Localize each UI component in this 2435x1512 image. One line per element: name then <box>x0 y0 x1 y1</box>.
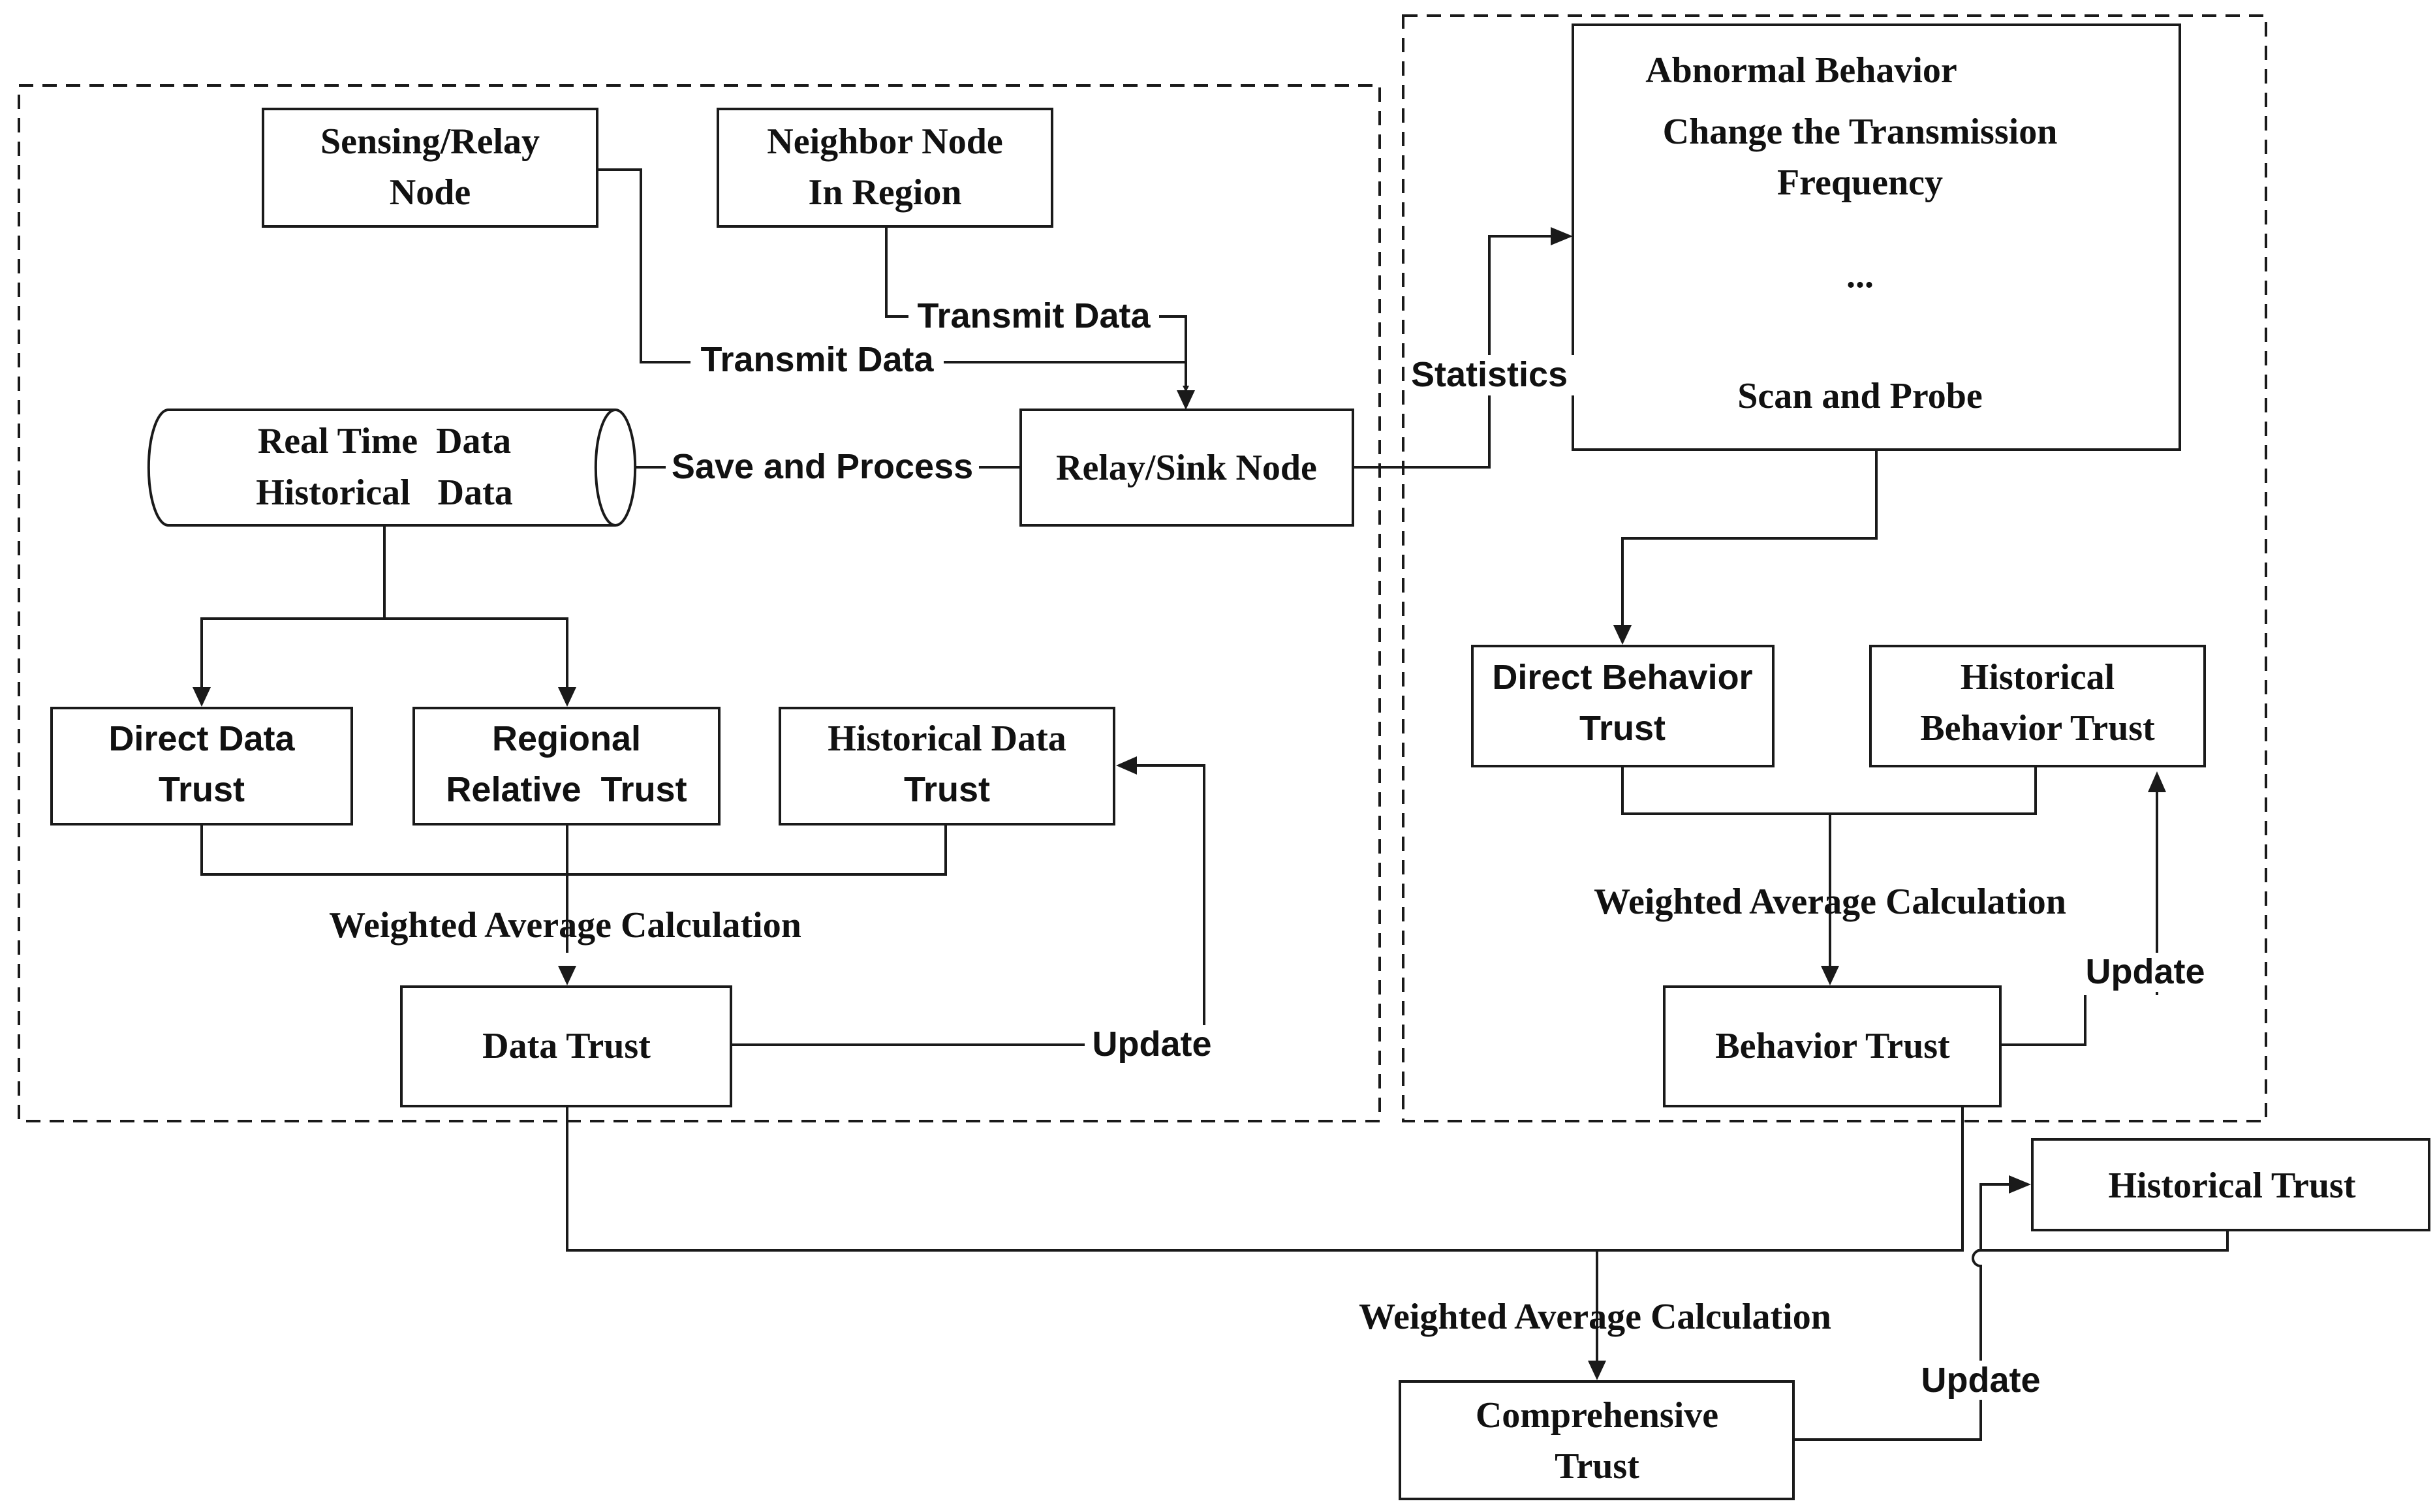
arrowhead-comprehensive <box>1588 1361 1606 1380</box>
direct-data-trust-box <box>50 707 353 825</box>
historical-data-trust-box <box>779 707 1115 825</box>
direct-behavior-line2: Trust <box>1579 709 1666 748</box>
arrowhead-update-right <box>2148 771 2166 792</box>
historical-behavior-trust-box <box>1869 645 2206 767</box>
comprehensive-line1: Comprehensive <box>1476 1395 1718 1436</box>
weighted-right-label: Weighted Average Calculation <box>1594 882 2066 922</box>
abnormal-behavior-box <box>1572 23 2181 451</box>
storage-line1: Real Time Data <box>258 421 511 461</box>
arrowhead-data-trust <box>558 966 576 985</box>
statistics-label: Statistics <box>1411 355 1568 394</box>
save-process-label: Save and Process <box>672 447 973 486</box>
transmit-data-label-1: Transmit Data <box>917 296 1151 335</box>
historical-trust-box <box>2031 1138 2430 1231</box>
arrowhead-update-left <box>1116 756 1137 775</box>
historical-behavior-line1: Historical <box>1961 657 2115 698</box>
neighbor-node-box <box>717 108 1053 228</box>
arrowhead-regional <box>558 687 576 707</box>
historical-behavior-line2: Behavior Trust <box>1920 708 2155 748</box>
data-trust-box <box>400 985 732 1107</box>
connector-update-bottom <box>1793 1183 2010 1441</box>
direct-behavior-line1: Direct Behavior <box>1492 658 1752 697</box>
comprehensive-trust-box <box>1399 1380 1795 1500</box>
relay-sink-label: Relay/Sink Node <box>1056 448 1317 488</box>
comprehensive-line2: Trust <box>1555 1446 1639 1487</box>
abnormal-line2: Frequency <box>1777 162 1943 203</box>
regional-line2: Relative Trust <box>446 770 687 809</box>
direct-data-line1: Direct Data <box>108 719 295 758</box>
abnormal-title: Abnormal Behavior <box>1645 50 1957 91</box>
data-trust-region <box>18 84 1381 1122</box>
sensing-relay-line2: Node <box>390 172 471 213</box>
weighted-bottom-label: Weighted Average Calculation <box>1359 1297 1831 1337</box>
connector-right-combine <box>1621 766 2037 966</box>
transmit-data-label-2: Transmit Data <box>700 340 934 379</box>
abnormal-line3: Scan and Probe <box>1737 376 1982 416</box>
neighbor-line2: In Region <box>809 172 962 213</box>
data-trust-label: Data Trust <box>482 1026 651 1066</box>
abnormal-line1: Change the Transmission <box>1663 112 2058 152</box>
historical-data-line1: Historical Data <box>828 718 1066 759</box>
arrowhead-historical-trust <box>2009 1175 2031 1194</box>
arrowhead-statistics <box>1551 227 1573 245</box>
connector-bottom-combine <box>566 1106 2229 1361</box>
arrowhead-direct-behavior <box>1613 625 1632 645</box>
arrowhead-direct-data <box>193 687 211 707</box>
update-left-label: Update <box>1092 1025 1211 1064</box>
connector-abnormal-to-direct-behavior <box>1621 450 1878 626</box>
arrowhead-relay-input <box>1177 390 1195 410</box>
historical-trust-label: Historical Trust <box>2108 1165 2355 1206</box>
connector-update-left <box>731 764 1205 1046</box>
neighbor-line1: Neighbor Node <box>767 121 1002 162</box>
connector-statistics <box>1353 235 1552 469</box>
regional-relative-trust-box <box>412 707 721 825</box>
update-bottom-label: Update <box>1921 1361 2040 1400</box>
connector-left-combine <box>200 824 947 876</box>
behavior-trust-label: Behavior Trust <box>1715 1026 1950 1066</box>
data-storage-cylinder <box>147 409 637 527</box>
abnormal-ellipsis: ... <box>1846 255 1874 296</box>
connector-storage-split <box>200 525 568 688</box>
storage-line2: Historical Data <box>256 472 512 513</box>
direct-behavior-trust-box <box>1471 645 1775 767</box>
behavior-trust-box <box>1663 985 2002 1107</box>
weighted-left-label: Weighted Average Calculation <box>329 905 801 946</box>
historical-data-line2: Trust <box>904 770 990 809</box>
arrowhead-behavior-trust <box>1821 966 1839 985</box>
behavior-trust-region <box>1402 14 2267 1122</box>
update-right-label: Update <box>2085 952 2205 991</box>
sensing-relay-node-box <box>262 108 598 228</box>
direct-data-line2: Trust <box>159 770 245 809</box>
relay-sink-node-box <box>1019 409 1354 527</box>
regional-line1: Regional <box>492 719 641 758</box>
sensing-relay-line1: Sensing/Relay <box>320 121 540 162</box>
